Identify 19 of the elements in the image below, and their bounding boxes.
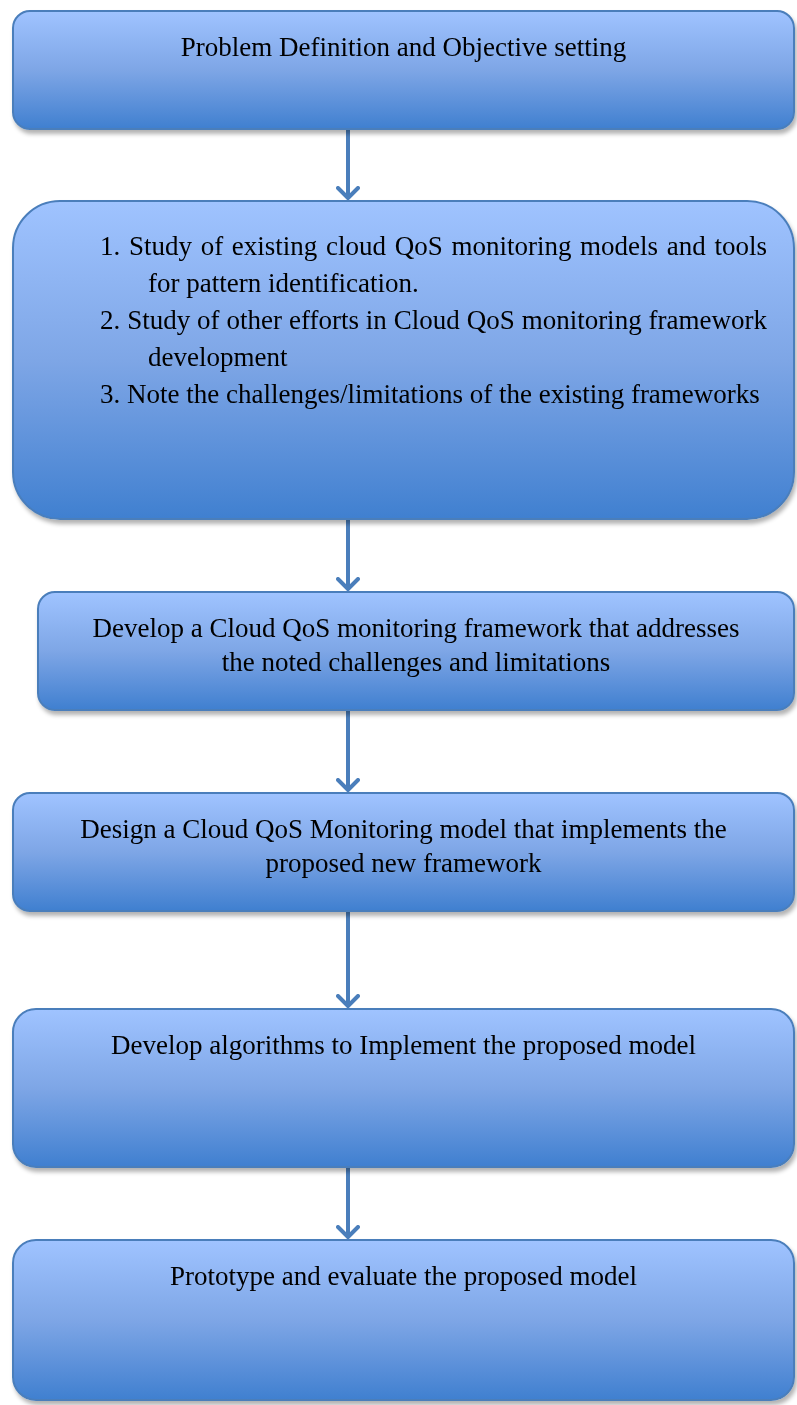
list-item: 1. Study of existing cloud QoS monitoring models and tools for pattern identification. — [100, 230, 767, 300]
box-text: Problem Definition and Objective setting — [179, 31, 628, 64]
arrow — [336, 520, 360, 591]
box-text: Prototype and evaluate the proposed model — [168, 1260, 639, 1293]
process-box — [12, 10, 795, 130]
process-box — [12, 200, 795, 520]
arrow — [336, 130, 360, 200]
process-box — [12, 792, 795, 912]
list-item: 3. Note the challenges/limitations of the existing frameworks — [100, 378, 761, 411]
box-text: Design a Cloud QoS Monitoring model that implements the proposed new framework — [79, 813, 728, 880]
arrow — [336, 1168, 360, 1239]
box-text: Develop algorithms to Implement the proposed model — [110, 1029, 697, 1062]
process-box — [12, 1008, 795, 1168]
box-text: Develop a Cloud QoS monitoring framework that addresses the noted challenges and limitations — [91, 612, 741, 679]
list-item: 2. Study of other efforts in Cloud QoS monitoring framework development — [100, 304, 767, 374]
process-box — [12, 1239, 795, 1401]
process-box — [37, 591, 795, 711]
arrow — [336, 912, 360, 1008]
arrow — [336, 711, 360, 792]
